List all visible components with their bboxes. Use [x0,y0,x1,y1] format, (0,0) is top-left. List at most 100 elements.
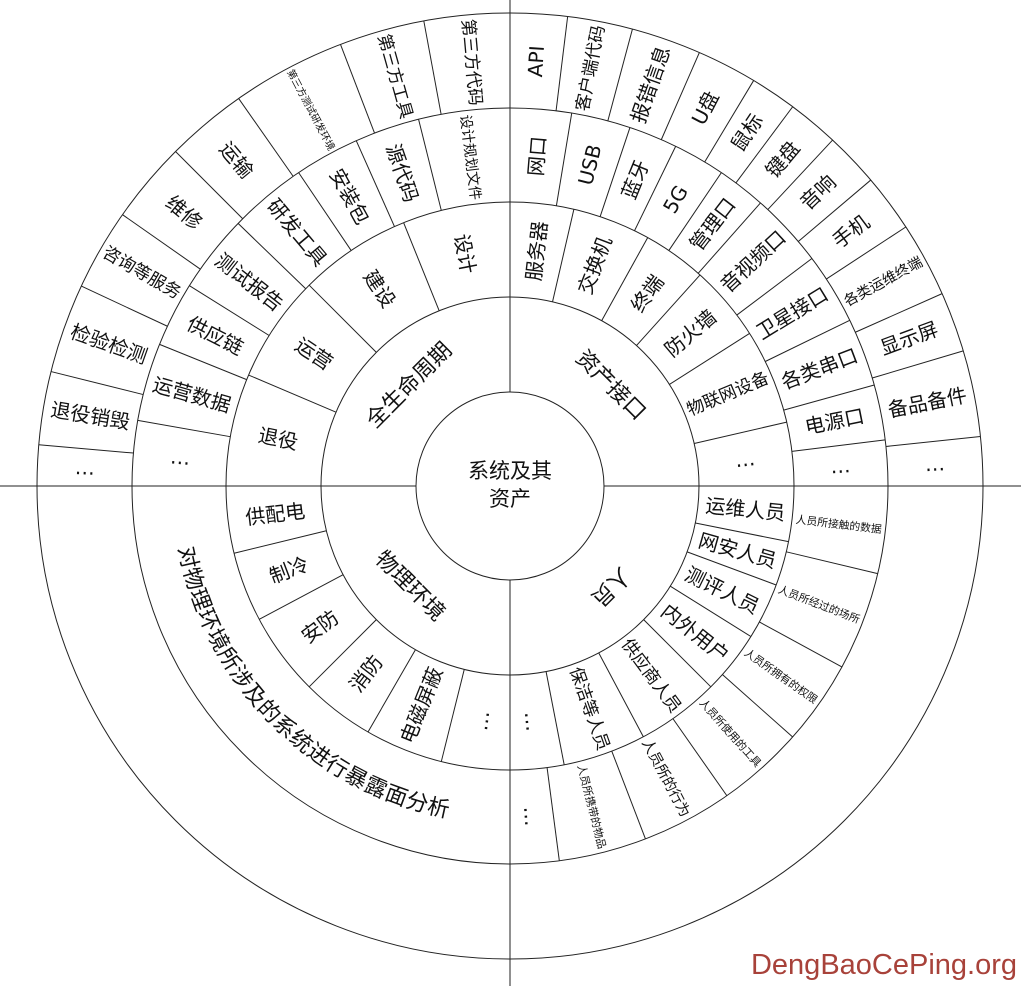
segment-label-upper_left-ring3: 源代码 [381,141,423,206]
segment-label-lower_left-ring2: … [468,709,494,732]
segment-label-upper_right-ring2: 终端 [626,270,669,317]
segment-divider [786,551,878,575]
segment-divider [159,343,247,381]
segment-label-lower_right-ring3: … [519,806,544,828]
segment-divider [601,237,649,321]
segment-divider [611,750,646,840]
segment-divider [634,146,677,231]
segment-dividers [38,16,981,861]
segment-label-lower_right-ring2: 测评人员 [681,562,763,619]
segment-label-lower_right-ring2: 网安人员 [696,528,780,573]
segment-label-lower_right-ring3: 人员所的行为 [638,736,693,820]
segment-label-upper_right-ring3: 网口 [524,135,551,177]
segment-label-lower_right-ring3: 人员所携带的物品 [575,763,610,850]
segment-divider [259,574,344,620]
segment-divider [607,28,633,122]
segment-label-upper_left-ring4: 检验检测 [67,319,150,368]
segment-label-upper_right-ring4: 客户端代码 [573,24,609,113]
segment-label-upper_right-ring4: 报错信息 [626,43,675,126]
segment-divider [704,80,755,163]
segment-divider [767,139,833,210]
segment-label-upper_left-ring4: 运输 [214,137,258,183]
segment-divider [403,222,440,311]
segment-divider [555,112,573,206]
segment-divider [367,649,416,733]
segment-label-upper_left-ring4: 退役销毁 [49,397,132,434]
segment-label-upper_left-ring3: 设计规划文件 [457,114,484,201]
segment-label-lower_right-ring2: … [520,710,546,732]
segment-divider [175,151,244,220]
segment-divider [686,551,777,586]
segment-label-upper_right-ring3: … [830,453,851,478]
segment-divider [697,202,761,274]
segment-divider [736,258,813,316]
segment-divider [826,226,907,280]
segment-divider [238,98,294,177]
segment-label-upper_right-ring2: 防火墙 [660,305,721,362]
segment-divider [50,371,144,396]
segment-divider [636,274,701,346]
segment-label-upper_right-ring2: … [734,446,757,472]
segment-divider [672,718,728,796]
segment-divider [735,106,794,184]
segment-label-upper_right-ring4: U盘 [687,87,724,129]
segment-divider [759,621,843,668]
segment-label-lower_right-ring2: 供应商人员 [617,635,685,717]
watermark: DengBaoCePing.org [750,949,1017,981]
segment-label-upper_right-ring3: 管理口 [685,193,741,255]
segment-divider [797,179,872,242]
segment-divider [237,223,307,290]
center-circle [415,391,605,581]
segment-divider [670,585,752,637]
segment-label-upper_right-ring2: 交换机 [573,233,617,298]
segment-label-upper_right-ring4: 键盘 [761,136,805,182]
segment-label-lower_left-ring2: 制冷 [266,552,312,589]
segment-label-lower_right-ring3: 人员所使用的工具 [697,696,765,770]
segment-label-upper_right-ring2: 服务器 [521,220,552,282]
segment-divider [694,421,787,444]
segment-divider [668,172,722,251]
segment-label-lower_right-ring2: 保洁等人员 [565,665,613,754]
segment-label-upper_right-ring3: 蓝牙 [617,157,654,203]
segment-divider [885,436,981,447]
segment-divider [340,44,376,134]
segment-divider [137,419,231,438]
segment-divider [355,140,395,227]
segment-label-upper_right-ring3: USB [573,142,606,188]
segment-label-upper_left-ring4: 第三方代码 [457,18,485,106]
category-label-upper_right: 资产接口 [570,346,650,426]
segment-label-upper_right-ring4: 各类运维终端 [841,254,926,311]
segment-label-upper_left-ring4: 第三方工具 [373,32,416,121]
segment-divider [695,522,789,543]
segment-label-upper_left-ring2: 运营 [291,333,338,375]
segment-divider [38,444,134,454]
segment-label-lower_right-ring2: 运维人员 [704,493,786,525]
segment-divider [855,293,943,333]
segment-label-lower_left-ring2: 安防 [297,605,343,648]
segment-label-upper_right-ring3: 5G [658,181,693,217]
segment-label-lower_left-ring2: 供配电 [244,499,306,530]
segment-divider [669,332,750,385]
segment-label-upper_left-ring2: 设计 [449,232,480,276]
segment-divider [189,285,270,336]
segment-label-upper_right-ring3: 各类串口 [778,343,861,394]
segment-label-upper_right-ring3: 电源口 [803,404,867,439]
segment-label-lower_right-ring2: 内外用户 [656,599,734,668]
segment-label-upper_left-ring3: 安装包 [324,164,374,228]
segment-divider [423,20,442,115]
segment-label-lower_left-ring2: 电磁屏蔽 [395,664,447,747]
segment-divider [660,52,700,140]
segment-label-upper_left-ring3: 研发工具 [262,194,332,271]
segment-label-upper_left-ring3: 供应链 [183,311,247,360]
segment-divider [545,671,565,765]
segment-divider [555,16,569,111]
segment-divider [552,209,575,302]
segment-label-lower_right-ring3: 人员所经过的场所 [776,582,862,626]
segment-divider [248,374,337,413]
center-label-line1: 系统及其 [468,459,552,483]
segment-label-upper_left-ring4: 咨询等服务 [99,243,184,304]
segment-divider [598,652,644,737]
segment-label-upper_right-ring4: API [523,45,549,78]
category-label-lower_left: 物理环境 [370,546,450,626]
